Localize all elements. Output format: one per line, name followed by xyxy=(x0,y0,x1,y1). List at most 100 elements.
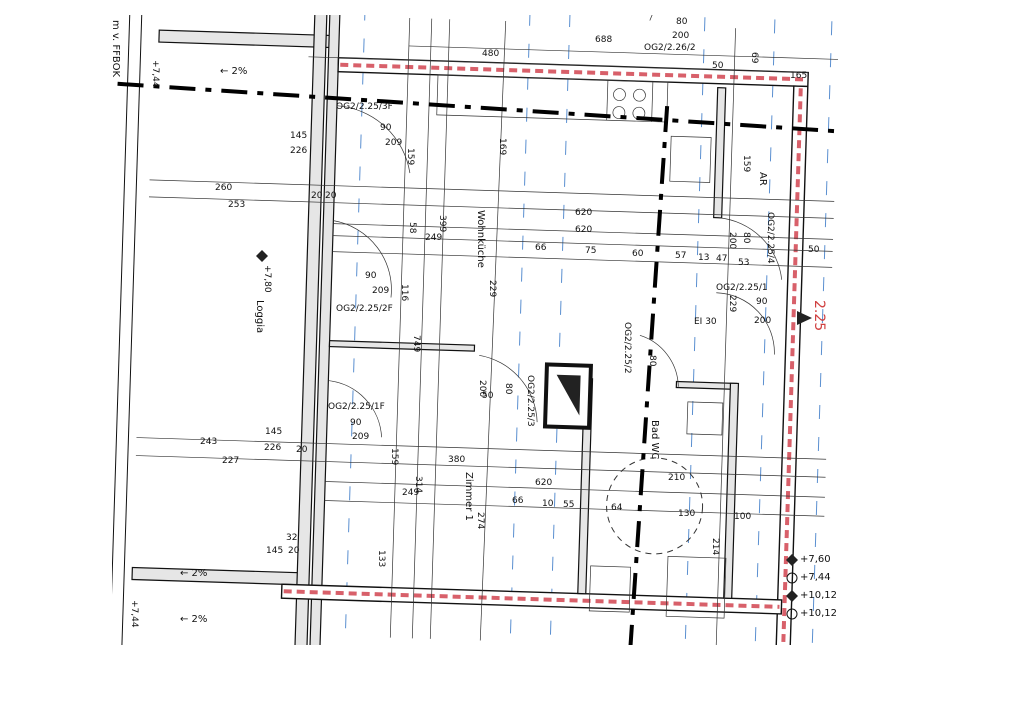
kitchen-counter xyxy=(436,74,669,123)
dimension-label: 480 xyxy=(482,49,499,59)
dimension-label: 200 xyxy=(672,31,689,41)
dimension-label: 90 xyxy=(380,123,392,133)
room-wohnkueche: Wohnküche xyxy=(475,210,486,268)
washbasin-icon xyxy=(686,401,724,436)
dimension-label: 64 xyxy=(611,503,623,513)
door-tag: OG2/2.25/1F xyxy=(328,402,385,412)
dimension-label: 209 xyxy=(372,286,389,296)
dimension-label: 165 xyxy=(790,71,807,81)
filled-diamond-icon xyxy=(786,590,798,602)
door-tag: OG2/2.25/1 xyxy=(716,283,768,293)
shower-icon xyxy=(665,555,727,619)
dimension-label: 688 xyxy=(595,35,612,45)
loggia-parapet-top xyxy=(158,29,335,49)
dimension-label: 249 xyxy=(402,488,419,498)
edge-level-bottom: +7,44 xyxy=(129,600,139,628)
dimension-label: 226 xyxy=(264,443,281,453)
dimension-label: 209 xyxy=(352,432,369,442)
dimension-label: 253 xyxy=(228,200,245,210)
slope-label: ← 2% xyxy=(180,614,207,625)
dimension-label: 80 xyxy=(741,232,751,244)
dimension-label: 66 xyxy=(535,243,547,253)
dimension-label: 13 xyxy=(698,253,709,263)
dimension-label: 620 xyxy=(575,208,592,218)
door-tag: OG2/2.25/4 xyxy=(765,212,775,264)
labels: m v. FFBOK +7,44 +7,44 ← 2% ← 2% ← 2% +7… xyxy=(110,20,827,628)
dimension-label: 50 xyxy=(808,245,820,255)
dimension-label: 20 xyxy=(288,546,300,556)
dimension-label: 749 xyxy=(411,335,421,352)
dimension-label: 380 xyxy=(448,455,465,465)
bath-wall-right xyxy=(723,382,740,599)
dimension-label: 80 xyxy=(676,17,688,27)
door-tag: OG2/2.25/3F xyxy=(336,102,393,112)
crosshair-circle-icon xyxy=(786,572,798,584)
dimension-label: 620 xyxy=(535,478,552,488)
dimension-label: 226 xyxy=(290,146,307,156)
dimension-label: 100 xyxy=(734,512,751,522)
dimension-label: 159 xyxy=(741,155,751,172)
dimension-label: 249 xyxy=(425,233,442,243)
dimension-label: 159 xyxy=(405,148,415,165)
dimension-label: 55 xyxy=(563,500,574,510)
level-legend: +7,60 +7,44 +10,12 +10,12 xyxy=(786,554,837,620)
wall-zimmer-wohnkueche xyxy=(328,339,476,352)
stove-icon xyxy=(612,88,646,120)
reference-label: m v. FFBOK xyxy=(110,20,121,77)
section-axis-horizontal xyxy=(117,81,842,134)
section-marker-arrow-icon xyxy=(797,311,812,325)
dimension-label: 159 xyxy=(389,448,399,465)
dimension-label: 229 xyxy=(487,280,497,297)
dimension-label: 90 xyxy=(350,418,362,428)
dimension-label: 145 xyxy=(266,546,283,556)
door-tag: OG2/2.25/3 xyxy=(525,375,535,427)
crosshair-circle-icon xyxy=(786,608,798,620)
shaft-fill xyxy=(556,374,581,416)
dimension-label: 399 xyxy=(437,215,447,232)
dimension-label: 47 xyxy=(716,254,727,264)
door-tag: OG2/2.25/2F xyxy=(336,304,393,314)
loggia-parapet-bottom xyxy=(131,566,303,586)
dimension-lines xyxy=(135,17,839,648)
dimension-label: 60 xyxy=(632,249,644,259)
level-value: +7,60 xyxy=(800,554,831,565)
turning-circle xyxy=(606,457,704,555)
dimension-label: 260 xyxy=(215,183,232,193)
dimension-label: 69 xyxy=(749,52,759,64)
slope-label: ← 2% xyxy=(220,66,247,77)
level-diamond-icon xyxy=(256,250,268,262)
dimension-label: 20 xyxy=(311,191,323,201)
dimension-label: 229 xyxy=(727,295,737,312)
filled-diamond-icon xyxy=(786,554,798,566)
toilet-icon xyxy=(588,565,631,613)
dimension-label: 90 xyxy=(756,297,768,307)
dimension-label: 80 xyxy=(647,355,657,367)
level-value: +10,12 xyxy=(800,608,837,619)
dimension-label: 58 xyxy=(407,222,417,234)
room-loggia: Loggia xyxy=(254,300,265,333)
dimension-label: 116 xyxy=(399,284,409,301)
dimension-label: 227 xyxy=(222,456,239,466)
level-value: +7,44 xyxy=(800,572,831,583)
dimension-label: 210 xyxy=(668,473,685,483)
dimension-label: 10 xyxy=(542,499,554,509)
dimension-label: 50 xyxy=(482,391,494,401)
dimension-label: 314 xyxy=(413,476,423,493)
dimension-label: 274 xyxy=(475,512,485,529)
door-tag: OG2/2.26/2 xyxy=(644,43,696,53)
shaft xyxy=(542,362,593,430)
dimension-label: 75 xyxy=(585,246,596,256)
dimension-label: 243 xyxy=(200,437,217,447)
dimension-label: 80 xyxy=(503,383,513,395)
door-tag: OG2/2.25/2 xyxy=(622,322,632,374)
exterior-fire-walls xyxy=(280,57,809,647)
edge-level-top: +7,44 xyxy=(150,60,160,88)
dimension-label: 169 xyxy=(497,138,507,155)
room-bad-wc: Bad WC xyxy=(649,420,660,459)
dimension-label: 145 xyxy=(265,427,282,437)
dimension-label: 20 xyxy=(296,445,308,455)
sink-icon xyxy=(669,135,712,183)
dimension-label: 50 xyxy=(712,61,724,71)
slope-label: ← 2% xyxy=(180,568,207,579)
dimension-label: 200 xyxy=(754,316,771,326)
